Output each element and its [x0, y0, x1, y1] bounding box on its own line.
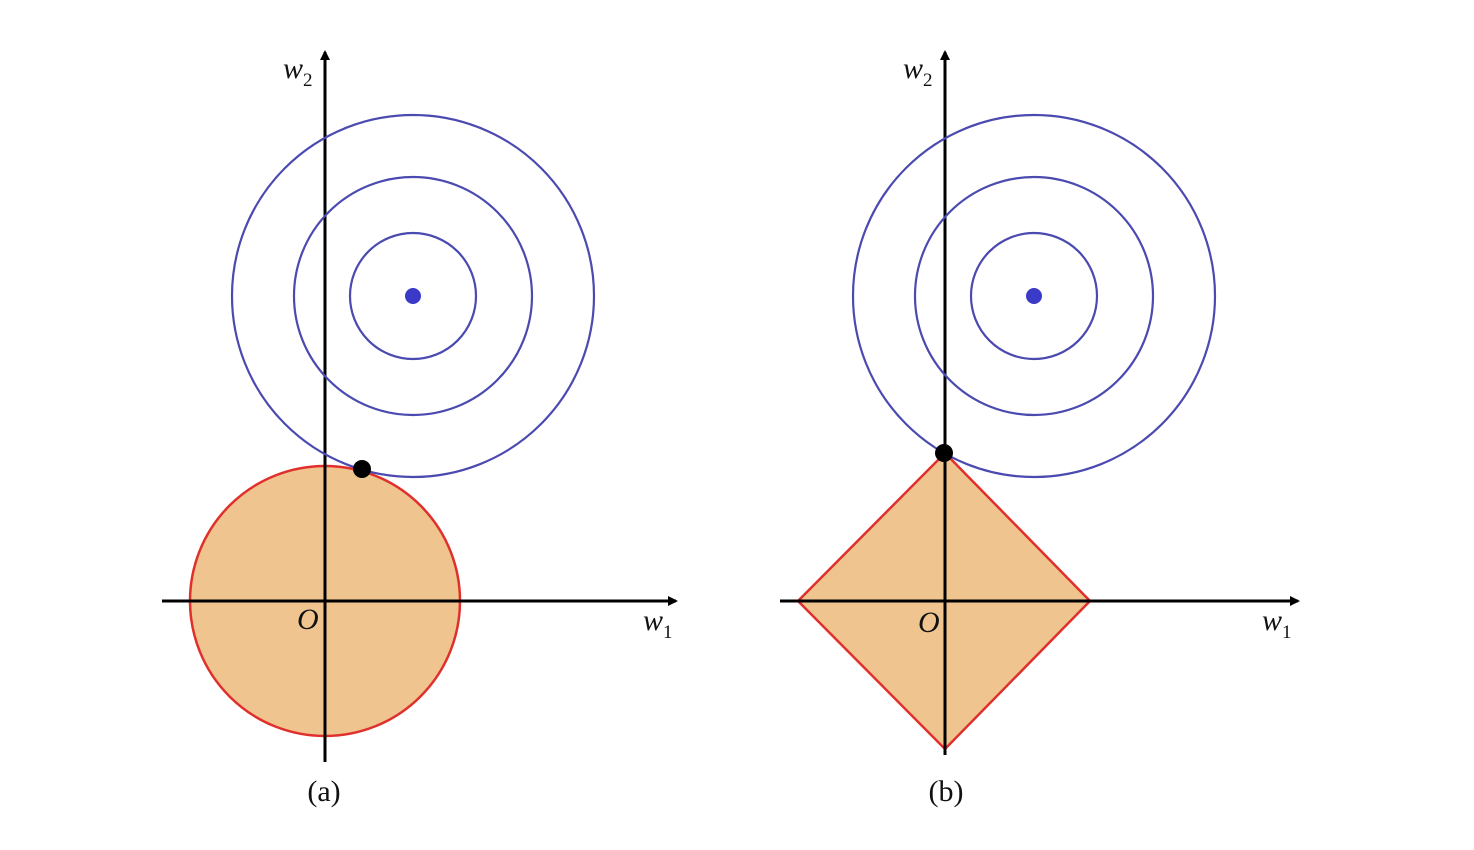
tangent-point	[935, 444, 953, 462]
panel-a: w2 w1 O (a)	[162, 50, 678, 808]
loss-contour-middle	[913, 175, 1155, 417]
loss-contour-inner	[348, 231, 478, 361]
panel-caption: (a)	[307, 775, 340, 808]
panel-caption: (b)	[929, 775, 964, 808]
origin-label: O	[918, 606, 940, 639]
loss-contour-inner	[969, 231, 1099, 361]
x-axis-label: w1	[643, 604, 673, 643]
loss-contour-outer	[851, 113, 1217, 479]
panel-b: w2 w1 O (b)	[780, 50, 1300, 808]
x-axis-label: w1	[1262, 604, 1292, 643]
tangent-point	[353, 460, 371, 478]
loss-minimum-point	[1026, 288, 1042, 304]
loss-minimum-point	[405, 288, 421, 304]
y-axis-label: w2	[903, 52, 933, 91]
origin-label: O	[297, 603, 319, 636]
y-axis-label: w2	[283, 52, 313, 91]
loss-contour-middle	[292, 175, 534, 417]
loss-contour-outer	[230, 113, 596, 479]
